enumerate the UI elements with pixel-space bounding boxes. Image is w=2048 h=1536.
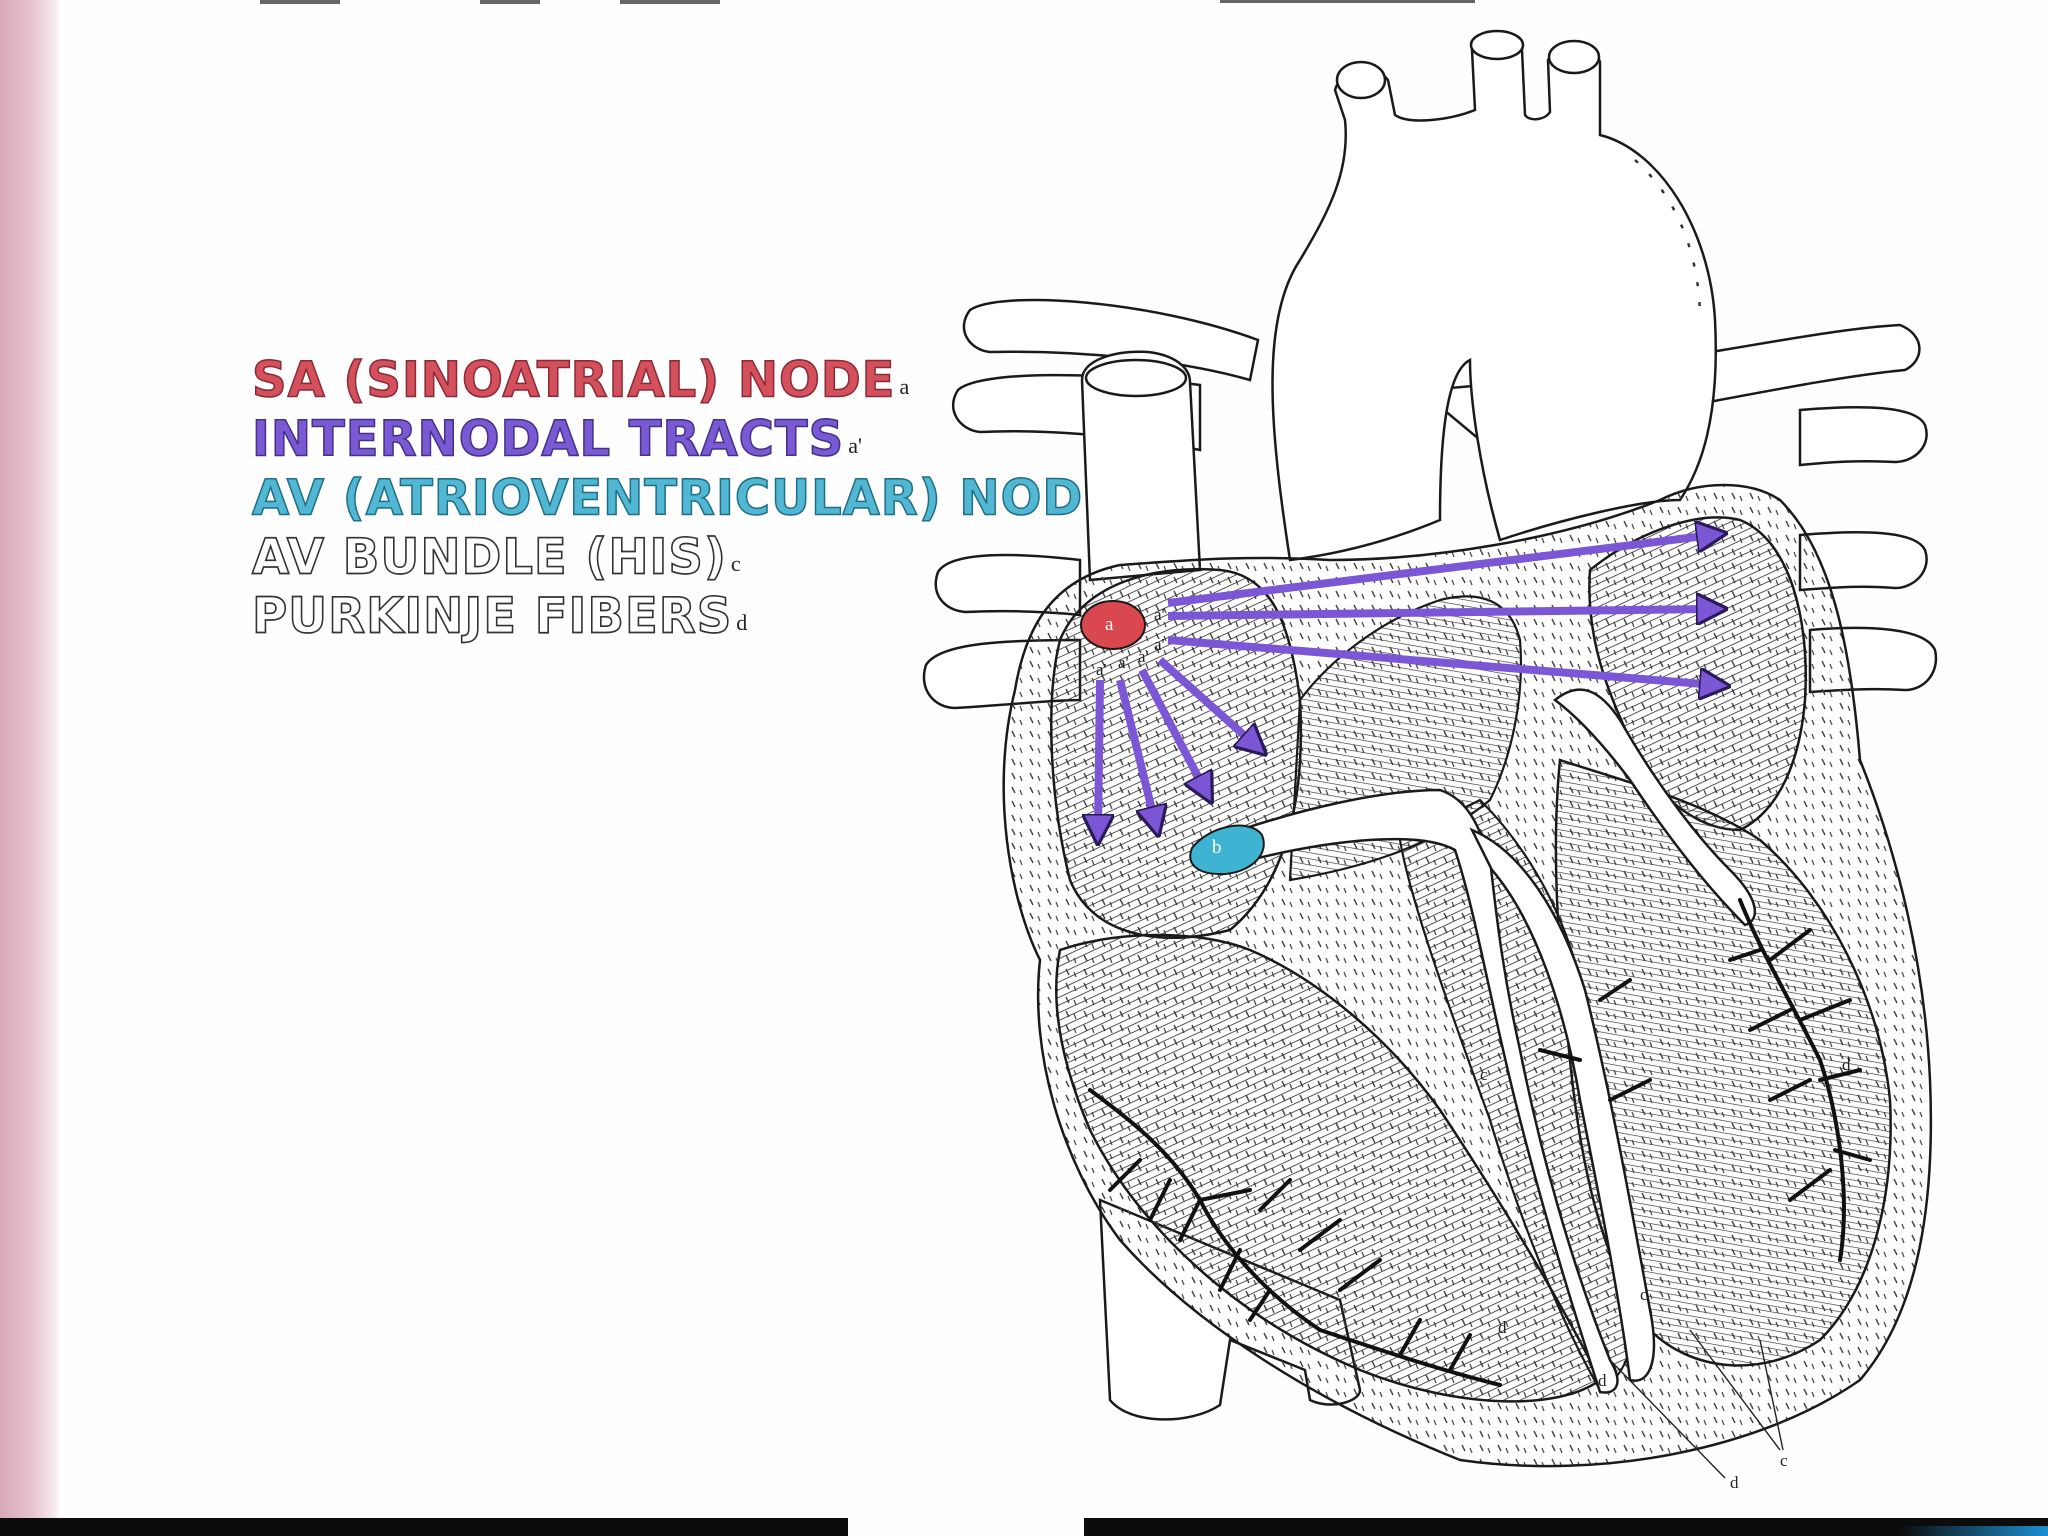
legend-key: a' [848, 433, 862, 458]
vessel-opening [1084, 358, 1188, 398]
book-spine-shadow [0, 0, 60, 1536]
legend-item-purkinje-fibers: PURKINJE FIBERS d [251, 581, 1132, 645]
cropped-underline [1220, 0, 1475, 3]
purkinje-fiber [1318, 1318, 1502, 1387]
internodal-tract-arrow [1138, 668, 1205, 790]
purkinje-fiber-network [1088, 898, 1872, 1387]
internodal-tract-arrow [1157, 657, 1255, 745]
leader-line [1609, 1359, 1726, 1479]
left-bundle-branch [1552, 688, 1757, 927]
av-node [1189, 824, 1265, 876]
scan-edge-bar [0, 1518, 848, 1536]
vessel-opening [1469, 29, 1525, 61]
fiber-label: d [1498, 1318, 1507, 1337]
legend-item-av-bundle: AV BUNDLE (HIS) c [251, 522, 1132, 586]
pulmonary-vein [1798, 405, 1928, 467]
cropped-text-fragment [480, 0, 540, 4]
scan-edge-bar [1084, 1518, 2048, 1536]
av-node-label: b [1212, 837, 1222, 858]
leader-line [1689, 1329, 1781, 1451]
scan-edge-accent [1900, 1526, 2048, 1536]
internodal-tracts [1098, 535, 1715, 830]
vessel-opening [1547, 39, 1601, 75]
legend-key: d [736, 610, 748, 635]
legend-item-internodal-tracts: INTERNODAL TRACTS a' [251, 404, 1132, 468]
tract-label: a' [1154, 605, 1165, 624]
pulmonary-vein [934, 553, 1082, 617]
tract-label: a' [1118, 653, 1129, 672]
legend-label: INTERNODAL TRACTS [251, 410, 845, 468]
vessel-opening [1335, 60, 1387, 100]
purkinje-fiber [1108, 1158, 1272, 1322]
superior-vena-cava [1080, 350, 1202, 582]
tract-label: a' [1096, 660, 1107, 679]
legend-key: a [899, 374, 910, 399]
diagram-letter-labels: a' a' a' a' a' c c c d d d d [1096, 605, 1851, 1492]
sa-node [1080, 600, 1146, 650]
tract-label: a' [1138, 647, 1149, 666]
legend-label: AV BUNDLE (HIS) [251, 528, 727, 586]
bundle-label: c [1780, 1451, 1788, 1470]
legend-item-av-node: AV (ATRIOVENTRICULAR) NODE b [251, 463, 1132, 527]
nodes: a b [1080, 600, 1265, 876]
legend: SA (SINOATRIAL) NODE a INTERNODAL TRACTS… [251, 345, 1132, 645]
tract-label: a' [1154, 635, 1165, 654]
purkinje-fiber [1198, 1178, 1382, 1292]
cropped-text-fragment [620, 0, 720, 4]
purkinje-fiber [1538, 978, 1652, 1102]
legend-key: c [730, 551, 741, 576]
right-bundle-branch [1469, 827, 1656, 1382]
fiber-label: d [1730, 1473, 1739, 1492]
bundle-label: c [1480, 1065, 1488, 1084]
legend-label: AV (ATRIOVENTRICULAR) NODE [251, 469, 1118, 527]
cropped-text-fragment [260, 0, 340, 4]
aorta [1271, 37, 1717, 562]
pulmonary-vein [1798, 530, 1928, 592]
purkinje-fiber [1738, 898, 1846, 1262]
legend-item-sa-node: SA (SINOATRIAL) NODE a [251, 345, 1132, 409]
purkinje-fiber [1728, 948, 1832, 1202]
legend-label: PURKINJE FIBERS [251, 587, 733, 645]
aortic-arch-ticks [1634, 159, 1702, 321]
leader-lines [1609, 1329, 1784, 1479]
internodal-tract-arrow [1098, 679, 1100, 830]
leader-line [1759, 1339, 1784, 1451]
internodal-tract-arrow [1167, 636, 1715, 685]
internodal-tract-arrow [1116, 679, 1155, 822]
internodal-tract-arrow [1167, 535, 1712, 607]
purkinje-fiber [1768, 928, 1872, 1162]
legend-label: SA (SINOATRIAL) NODE [251, 351, 896, 409]
internodal-tract-arrow [1167, 609, 1712, 616]
sa-node-label: a [1105, 614, 1114, 635]
av-bundle-his [1238, 688, 1757, 1394]
bundle-label: c [1640, 1285, 1648, 1304]
fiber-label: d [1598, 1371, 1607, 1390]
fiber-label: d [1842, 1055, 1851, 1074]
